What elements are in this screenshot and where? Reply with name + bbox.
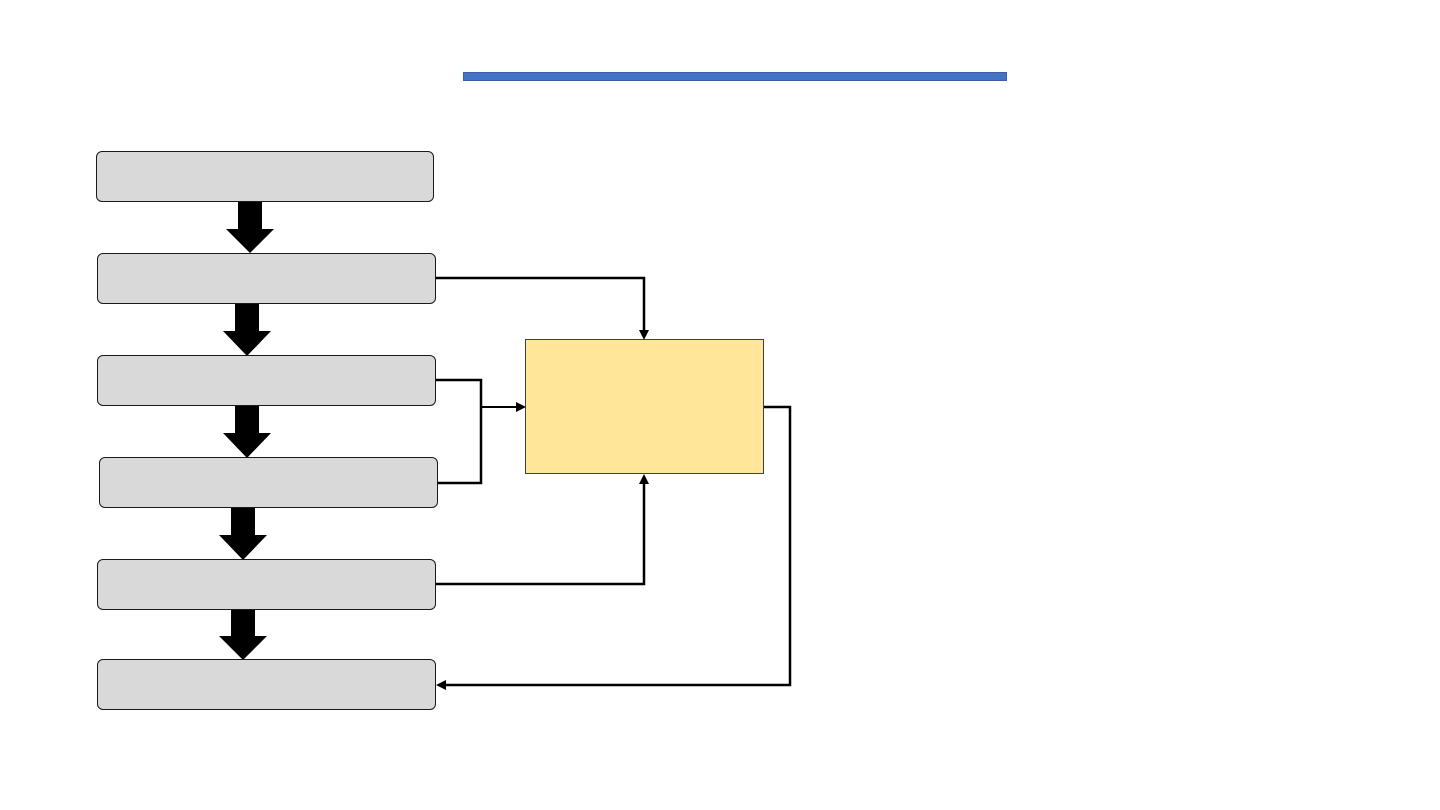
step-box-6	[97, 659, 436, 710]
block-arrow-1	[226, 202, 274, 253]
block-arrow-4	[219, 508, 267, 560]
connector-step5-to-center	[436, 482, 646, 586]
step-box-5	[97, 559, 436, 610]
connector-step3-bracket	[436, 378, 483, 485]
arrowhead-center-bottom	[639, 474, 649, 484]
block-arrow-5	[219, 610, 267, 660]
center-box	[525, 339, 764, 474]
step-box-3	[97, 355, 436, 406]
arrowhead-step6	[436, 680, 446, 690]
block-arrow-3	[223, 406, 271, 458]
step-box-4	[99, 457, 438, 508]
connector-step2-to-center	[436, 276, 646, 332]
title-bar	[463, 72, 1007, 81]
step-box-1	[96, 151, 434, 202]
step-box-2	[97, 253, 436, 304]
block-arrow-2	[223, 304, 271, 356]
